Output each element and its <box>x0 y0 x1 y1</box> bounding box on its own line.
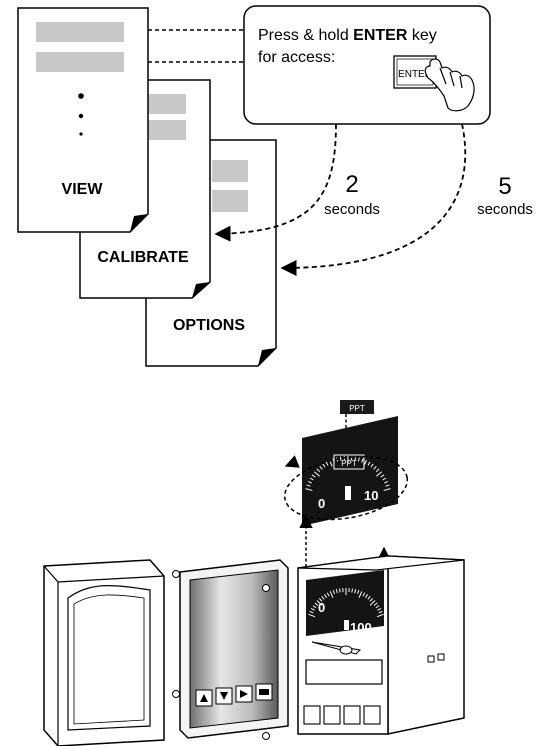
calibrate-page-display-blocks <box>148 94 186 140</box>
dial-tick <box>323 594 327 598</box>
view-page-ellipsis <box>78 93 84 136</box>
callout-box: Press & hold ENTER key for access: ENTER <box>243 5 491 125</box>
dial-tick <box>316 600 323 606</box>
dial-tick <box>354 589 357 594</box>
front-panel-plate <box>172 559 289 740</box>
dial-tick <box>373 602 378 606</box>
view-to-callout-connectors <box>148 29 244 63</box>
dial-tick <box>313 471 320 477</box>
enter-key-label: ENTER <box>398 69 432 80</box>
dial-tick <box>384 480 389 484</box>
dial-tick <box>358 591 363 598</box>
dial-tick <box>357 589 360 595</box>
dial-tick <box>361 458 364 463</box>
callout-instruction-line2: for access: <box>258 49 335 66</box>
upper-dial-min-label: 0 <box>318 496 325 511</box>
dial-tick <box>375 468 380 473</box>
five-second-unit: seconds <box>477 201 533 218</box>
housing-keypad <box>303 705 381 725</box>
housing-dial-window: 0 100 <box>306 570 384 636</box>
dial-tick <box>351 588 353 593</box>
dial-tick <box>309 477 314 481</box>
dial-tick <box>382 477 387 481</box>
dial-tick <box>375 605 380 609</box>
dial-tick <box>339 456 342 461</box>
panel-mounting-screws <box>172 570 270 740</box>
dial-tick <box>369 600 376 606</box>
dial-tick <box>308 613 316 618</box>
dial-tick <box>307 480 312 484</box>
view-page-display-blocks <box>36 22 124 72</box>
ppt-label-flag: PPT <box>340 400 374 414</box>
dial-tick <box>383 488 391 491</box>
right-arrow-icon <box>240 690 248 698</box>
dial-tick <box>311 474 316 478</box>
housing-side-connector <box>427 653 445 663</box>
dial-tick <box>316 468 321 473</box>
upper-dial-scale-ticks <box>305 456 391 491</box>
lower-dial-scale-ticks <box>308 588 384 618</box>
options-page-display-blocks <box>212 160 248 212</box>
exploded-dial-insert: PPT 0 10 <box>302 416 398 526</box>
upper-dial-max-label: 10 <box>364 488 378 503</box>
two-second-unit: seconds <box>324 201 380 218</box>
dial-tick <box>367 461 371 466</box>
dial-tick <box>377 607 382 611</box>
dial-tick <box>370 463 374 468</box>
dial-tick <box>305 488 313 491</box>
dial-tick <box>380 474 385 478</box>
five-second-value: 5 <box>498 173 511 200</box>
dial-tick <box>310 607 315 611</box>
options-page-label: OPTIONS <box>173 317 245 334</box>
dial-tick <box>385 484 390 487</box>
dial-tick <box>306 484 311 487</box>
dial-tick <box>325 461 329 466</box>
front-bezel-frame <box>43 559 165 746</box>
housing-display-window <box>305 659 383 685</box>
up-arrow-icon <box>200 694 208 702</box>
dial-tick <box>365 594 369 598</box>
enter-key-icon <box>259 689 269 695</box>
svg-text:PPT: PPT <box>349 404 365 413</box>
dial-tick <box>357 457 360 462</box>
dial-tick <box>369 597 374 602</box>
lower-dial-min-label: 0 <box>318 600 325 615</box>
dial-tick <box>376 613 384 618</box>
two-second-value: 2 <box>345 171 358 198</box>
dial-tick <box>309 610 314 614</box>
calibrate-page-label: CALIBRATE <box>97 249 189 266</box>
dial-tick <box>318 597 323 602</box>
pressing-hand-icon <box>424 58 475 112</box>
dial-tick <box>354 456 357 461</box>
dial-tick <box>329 591 334 598</box>
panel-keypad-icons <box>200 689 269 702</box>
dial-tick <box>321 595 325 600</box>
dial-tick <box>339 588 341 593</box>
five-second-arrow <box>280 123 467 277</box>
callout-instruction-line1: Press & hold ENTER key <box>258 27 437 44</box>
dial-tick <box>367 595 371 600</box>
upper-dial-unit-box: PPT <box>333 454 365 470</box>
dial-tick <box>319 465 323 470</box>
down-arrow-icon <box>220 692 228 700</box>
view-page-label: VIEW <box>62 181 104 198</box>
dial-insert-outline-dashed <box>283 455 409 521</box>
view-page: VIEW <box>17 7 149 233</box>
dial-tick <box>312 605 317 609</box>
two-second-arrow <box>214 123 337 242</box>
dial-tick <box>332 589 335 595</box>
dial-tick <box>322 463 326 468</box>
dial-tick <box>378 610 383 614</box>
instrument-housing: 0 100 <box>297 555 465 735</box>
dial-tick <box>314 602 319 606</box>
dial-tick <box>373 465 377 470</box>
lower-dial-max-label: 100 <box>350 620 372 635</box>
dial-tick <box>376 471 383 477</box>
outline-arrow-left <box>284 455 300 468</box>
svg-text:PPT: PPT <box>341 459 357 468</box>
dial-tick <box>362 592 366 597</box>
dial-tick <box>335 589 338 594</box>
dial-tick <box>326 592 330 597</box>
